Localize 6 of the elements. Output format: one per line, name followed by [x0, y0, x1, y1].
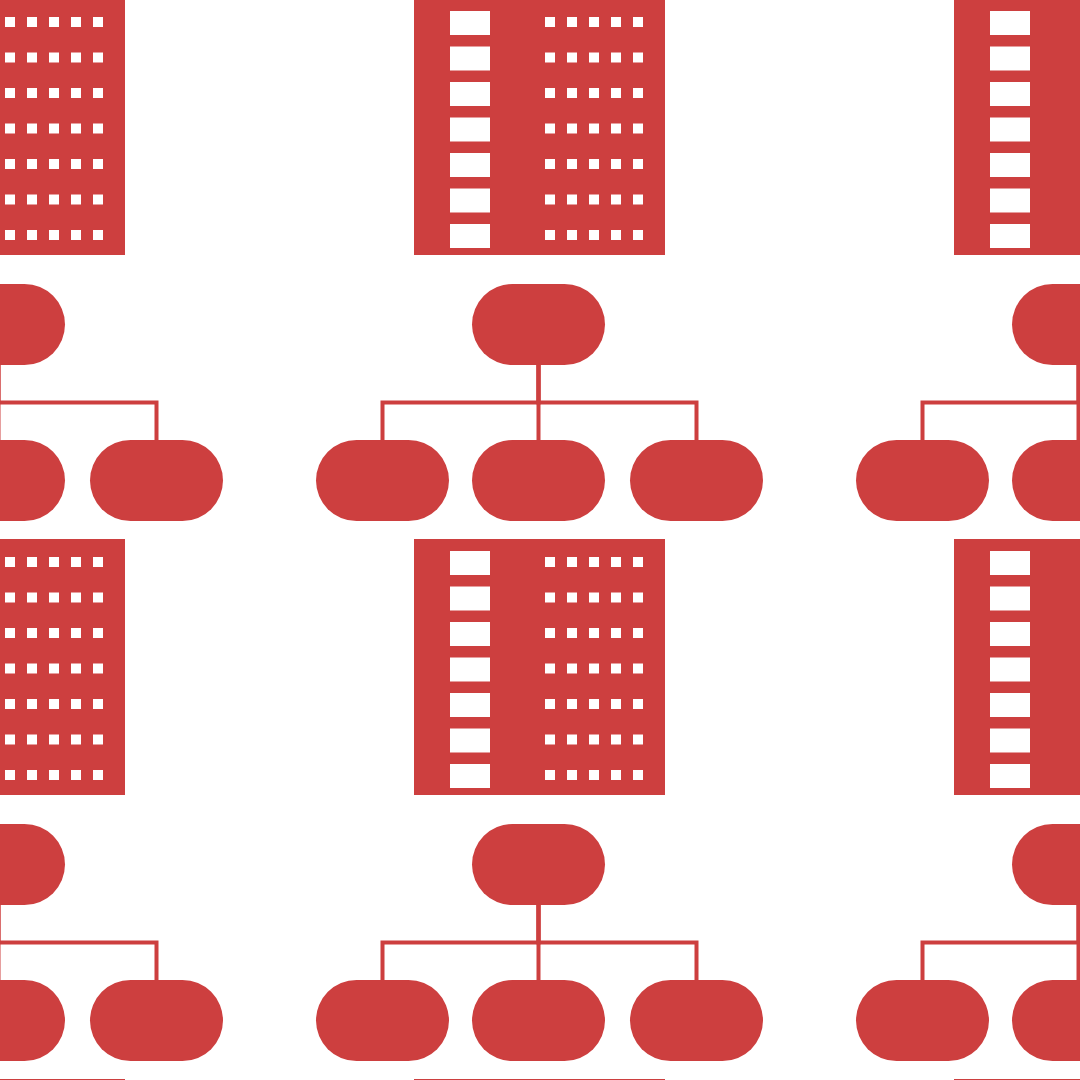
connector-line — [0, 365, 159, 440]
connector-line — [536, 905, 699, 980]
connector-line — [0, 905, 159, 980]
connector-line — [1076, 905, 1080, 980]
connector-line — [1076, 365, 1080, 440]
connector-line — [536, 365, 699, 440]
